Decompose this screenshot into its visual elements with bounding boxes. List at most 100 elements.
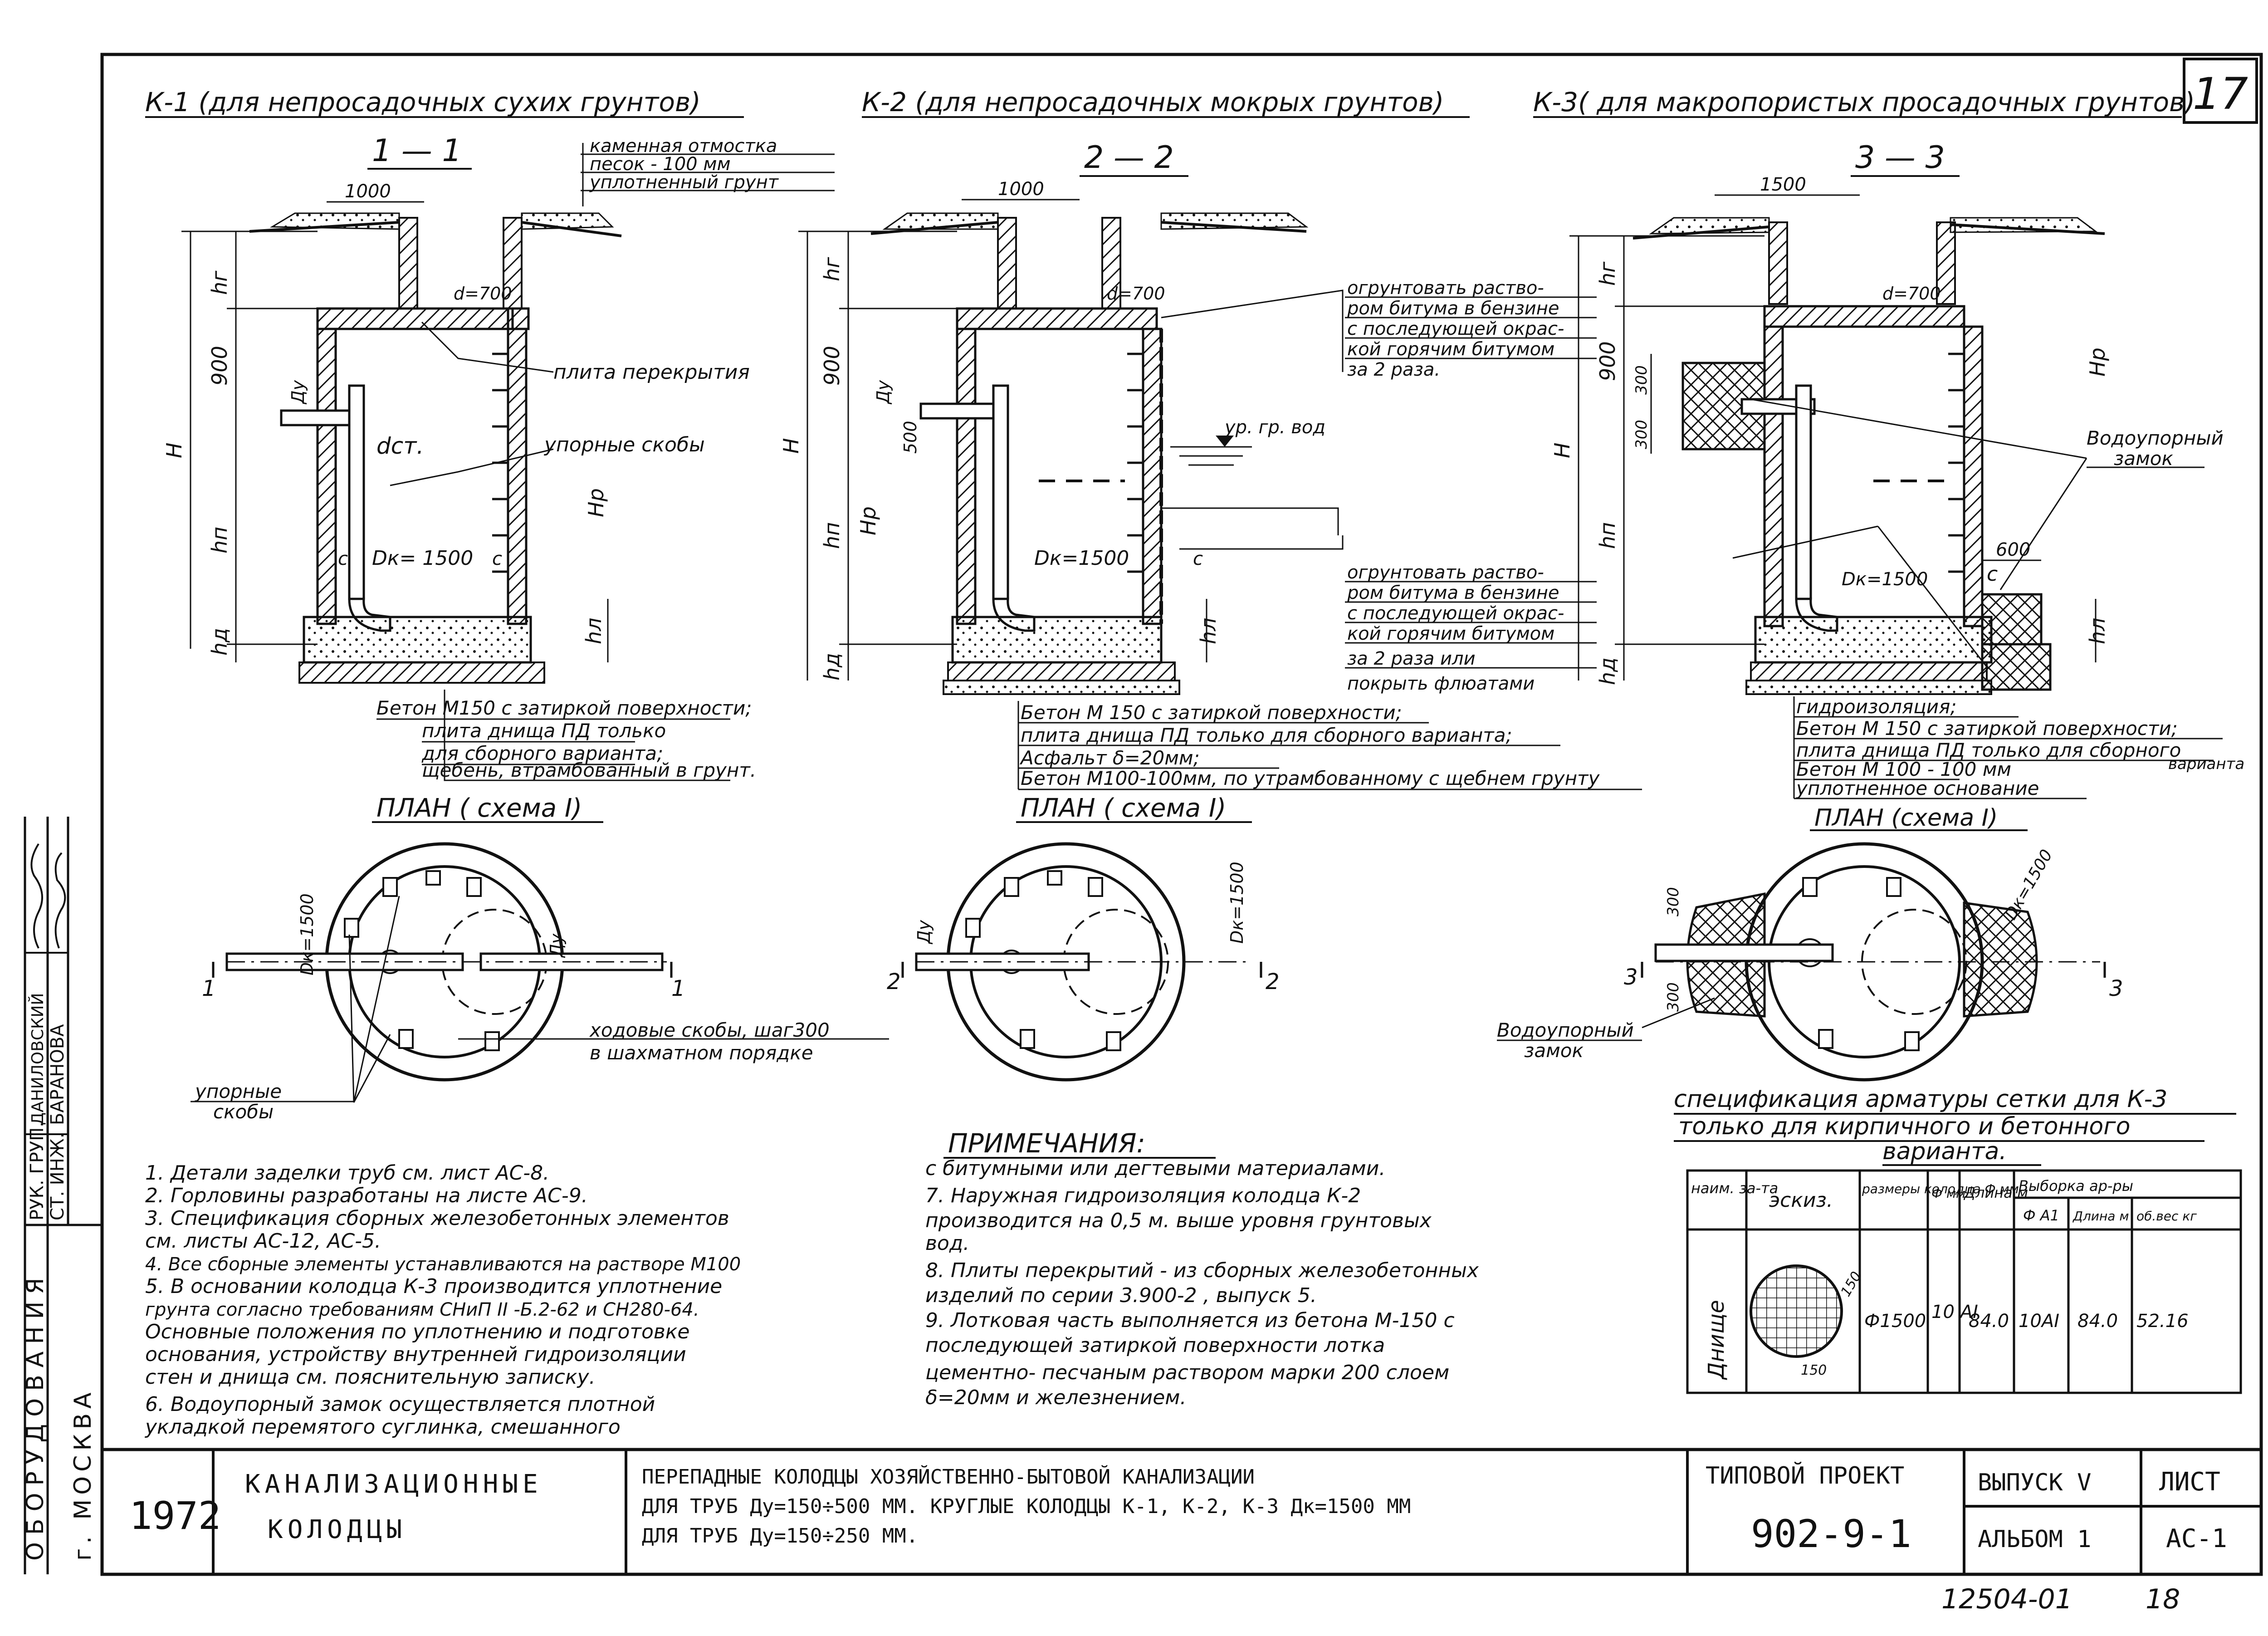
side-stamp: ОБОРУДОВАНИЯ г. МОСКВА РУК. ГРУП. СТ. ИН… (22, 817, 102, 1574)
tb-album: АЛЬБОМ 1 (1978, 1526, 2091, 1553)
note-left-5: 4. Все сборные элементы устанавливаются … (145, 1254, 741, 1275)
tb-year: 1972 (129, 1494, 221, 1538)
k3-d600: 600 (1996, 539, 2030, 560)
note-right-9: цементно- песчаным раствором марки 200 с… (925, 1361, 1449, 1384)
spec-title-1: спецификация арматуры сетки для К-3 (1674, 1086, 2167, 1113)
k3-dim-Hp: Hр (2085, 348, 2110, 377)
spec-sketch-mesh (1750, 1264, 1843, 1358)
k2-c: с (1193, 549, 1203, 569)
k2-du: Ду (873, 380, 893, 405)
stamp-role-2: СТ. ИНЖ. (47, 1132, 68, 1220)
k2-bot-note-2: ром битума в бензине (1347, 583, 1559, 603)
k1-plan-sec-right: 1 (671, 976, 685, 1001)
note-right-2: 7. Наружная гидроизоляция колодца К-2 (925, 1184, 1361, 1207)
tb-project-label: ТИПОВОЙ ПРОЕКТ (1706, 1462, 1904, 1489)
k3-dim-900: 900 (1595, 341, 1620, 381)
k1-note-1: Бетон М150 с затиркой поверхности; (376, 697, 752, 719)
k2-bot-note-3: с последующей окрас- (1347, 603, 1564, 624)
spec-row-size: Ф1500 (1864, 1311, 1926, 1332)
spec-row-name: Днище (1704, 1300, 1729, 1380)
sheet-number-box (2183, 58, 2258, 124)
k2-section: 2 — 2 1000 d=700 Ду 500 Dк=1500 с ур. гр… (779, 140, 1642, 790)
spec-table: спецификация арматуры сетки для К-3 толь… (1674, 1086, 2242, 1394)
spec-sh-dia: Ф А1 (2023, 1207, 2059, 1224)
spec-sh-weight: об.вес кг (2136, 1209, 2197, 1224)
spec-h-size: размеры колодца Ф мм (1862, 1181, 2019, 1196)
k1-stops-label: упорные скобы (543, 433, 705, 456)
spec-row-slen: 84.0 (2077, 1311, 2118, 1332)
k1-note-4: щебень, втрамбованный в грунт. (422, 759, 756, 781)
stamp-org: ОБОРУДОВАНИЯ (22, 1270, 49, 1561)
k1-plan-callout-2: в шахматном порядке (590, 1042, 813, 1064)
k1-dk: Dк= 1500 (372, 547, 473, 570)
k2-top-note-4: кой горячим битумом (1347, 339, 1554, 360)
k3-dim-hg: hг (1595, 261, 1620, 286)
tb-name-1: КАНАЛИЗАЦИОННЫЕ (245, 1469, 543, 1499)
spec-sketch-dim-2: 150 (1801, 1362, 1827, 1378)
k3-dk: Dк=1500 (1842, 569, 1928, 590)
spec-h-dia: Ф мм (1931, 1186, 1965, 1201)
k2-note-4: Бетон М100-100мм, по утрамбованному с ще… (1021, 767, 1600, 789)
k3-plan-sec-right: 3 (2109, 976, 2123, 1001)
note-left-8: Основные положения по уплотнению и подго… (145, 1320, 690, 1343)
k2-d500: 500 (900, 421, 920, 454)
k1-dim-Hp: Hр (584, 488, 608, 517)
k1-c-right: с (492, 549, 502, 569)
note-right-4: вод. (925, 1232, 969, 1255)
k3-plan-300a: 300 (1664, 887, 1682, 916)
k3-note-6: уплотненное основание (1795, 777, 2039, 799)
tb-desc-3: ДЛЯ ТРУБ Ду=150÷250 ММ. (642, 1524, 918, 1548)
sheet-number: 17 (2193, 69, 2248, 119)
note-left-9: основания, устройству внутренней гидроиз… (145, 1343, 686, 1366)
k2-plan-du: Ду (914, 920, 934, 945)
stamp-city: г. МОСКВА (69, 1388, 97, 1561)
tb-issue: ВЫПУСК V (1978, 1469, 2091, 1496)
k1-layer-1: каменная отмостка (590, 136, 777, 157)
k1-dim-900: 900 (207, 346, 232, 386)
note-right-5: 8. Плиты перекрытий - из сборных железоб… (925, 1259, 1479, 1282)
note-right-8: последующей затиркой поверхности лотка (925, 1334, 1385, 1357)
k1-dim-hg: hг (207, 270, 232, 295)
k1-plan-dk: Dк=1500 (297, 893, 317, 975)
k1-c-left: с (338, 549, 348, 569)
k2-plan: ПЛАН ( схема I) 2 2 Dк=1500 Ду (887, 794, 1280, 1082)
k3-c: с (1987, 563, 1998, 586)
spec-h-name: наим. за-та (1691, 1180, 1778, 1197)
note-left-10: стен и днища см. пояснительную записку. (145, 1366, 596, 1389)
k3-dim-hd: hд (1595, 657, 1620, 685)
tb-sheet-label: ЛИСТ (2159, 1467, 2220, 1497)
k3-plan-sec-left: 3 (1624, 965, 1638, 990)
k1-plan: ПЛАН ( схема I) 1 1 Dк=1500 Ду ходовые с… (191, 794, 889, 1123)
note-left-2: 2. Горловины разработаны на листе АС-9. (145, 1184, 588, 1207)
k3-note-5: Бетон М 100 - 100 мм (1796, 758, 2011, 780)
k1-dst: dст. (376, 433, 424, 459)
spec-sh-len: Длина м (2072, 1209, 2129, 1224)
tb-sheet-code: АС-1 (2166, 1524, 2227, 1553)
sheet-frame (100, 53, 2263, 1576)
k3-plan-dk: Dк=1500 (2001, 847, 2056, 923)
k3-dim-H: H (1550, 442, 1574, 458)
k2-plan-dk: Dк=1500 (1227, 862, 1247, 944)
footer-page: 18 (2146, 1583, 2180, 1615)
k1-d: d=700 (454, 284, 512, 304)
k2-note-3: Асфальт δ=20мм; (1019, 747, 1200, 769)
k3-lock-1: Водоупорный (2087, 427, 2224, 449)
k2-top-note-3: с последующей окрас- (1347, 318, 1564, 339)
k3-plan-title: ПЛАН (схема I) (1814, 804, 1998, 832)
note-right-1: с битумными или дегтевыми материалами. (925, 1157, 1385, 1180)
stamp-role-1: РУК. ГРУП. (27, 1122, 48, 1220)
k1-dim-hd: hд (207, 628, 232, 656)
k2-bot-note-4: кой горячим битумом (1347, 623, 1554, 644)
k3-section: 3 — 3 1500 d=700 Dк=1500 с 600 Водоупорн… (1550, 140, 2244, 799)
notes: ПРИМЕЧАНИЯ: 1. Детали заделки труб см. л… (144, 1128, 1479, 1439)
k2-dim-hl: hл (1196, 617, 1221, 644)
note-left-11: 6. Водоупорный замок осуществляется плот… (145, 1393, 655, 1416)
k2-title: К-2 (для непросадочных мокрых грунтов) (862, 87, 1444, 118)
note-right-7: 9. Лотковая часть выполняется из бетона … (925, 1309, 1455, 1332)
k2-gw: ур. гр. вод (1224, 417, 1325, 438)
k1-du: Ду (288, 380, 308, 405)
k3-dim-300b: 300 (1633, 420, 1651, 449)
k2-plan-sec-left: 2 (887, 969, 901, 994)
k3-note-1: гидроизоляция; (1796, 696, 1957, 718)
